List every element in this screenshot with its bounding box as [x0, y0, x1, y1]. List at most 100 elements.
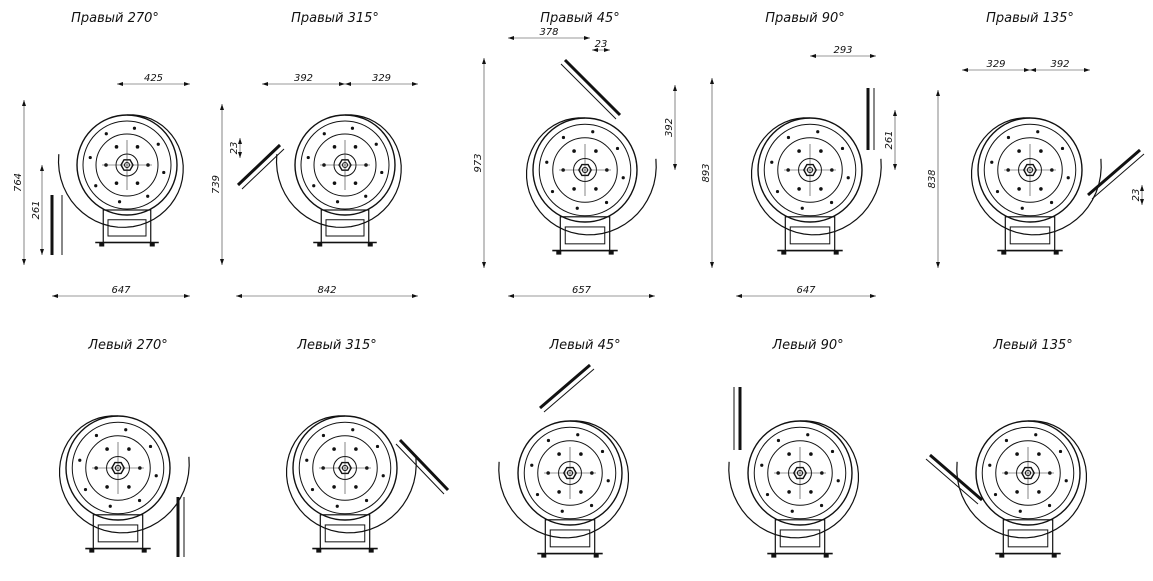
flange-bolt — [310, 487, 315, 492]
view-title: Правый 90° — [765, 11, 845, 26]
flange-bolt — [560, 509, 564, 513]
dim-23-label: 23 — [229, 142, 240, 155]
base-foot — [316, 548, 322, 553]
dim-23-label: 23 — [1131, 189, 1142, 202]
scroll-housing — [728, 420, 859, 539]
inlet-bolt — [797, 187, 801, 191]
housing-inner-ring — [523, 426, 617, 520]
view-title: Правый 45° — [540, 11, 620, 26]
dim-647-label: 647 — [796, 285, 816, 296]
scroll-housing — [751, 117, 882, 236]
housing-inner-ring — [300, 120, 390, 210]
dim-973-label: 973 — [473, 153, 484, 172]
scroll-housing — [956, 420, 1087, 539]
flange-bolt — [806, 433, 810, 437]
drawing-view: Левый 90° — [728, 338, 859, 558]
flange-bolt — [775, 189, 780, 194]
housing-outer-ring — [292, 415, 398, 521]
flange-bolt — [830, 449, 835, 454]
dim-23-arrows — [238, 138, 242, 158]
outlet-flange — [236, 143, 282, 187]
flange-bolt — [776, 438, 781, 443]
base-foot — [149, 242, 155, 247]
housing-inner-ring — [981, 426, 1075, 520]
flange-bolt — [148, 444, 153, 449]
base-foot — [89, 548, 95, 553]
flange-bolt — [162, 170, 166, 175]
flange-bolt — [305, 458, 309, 462]
flange-bolt — [117, 200, 122, 204]
inlet-bolt — [135, 145, 140, 149]
flange-bolt — [591, 130, 595, 134]
flange-bolt — [350, 126, 355, 130]
flange-bolt — [800, 206, 804, 210]
inlet-bolt — [819, 187, 823, 191]
inlet-bolt — [787, 452, 791, 456]
flange-bolt — [146, 194, 150, 198]
outlet-flange — [929, 453, 983, 502]
dim-261-label: 261 — [31, 200, 42, 219]
view-title: Левый 315° — [296, 338, 377, 353]
inlet-bolt — [114, 145, 119, 149]
scroll-housing — [526, 117, 657, 236]
stand-window — [789, 226, 831, 245]
inlet-bolt — [819, 149, 823, 153]
stand-window — [97, 524, 139, 543]
dim-23-arrows — [1140, 185, 1144, 205]
stand-window — [1009, 226, 1051, 245]
inlet-bolt — [127, 485, 131, 489]
stand-window — [564, 226, 606, 245]
housing-outer-ring — [757, 117, 863, 223]
flange-bolt — [589, 503, 594, 508]
dim-23-arrows — [592, 48, 610, 52]
scroll-housing — [59, 415, 190, 534]
flange-bolt — [1047, 503, 1052, 508]
flange-bolt — [836, 479, 840, 483]
base-foot — [593, 553, 599, 558]
flange-bolt — [1006, 135, 1011, 140]
flange-bolt — [1034, 433, 1038, 437]
inlet-bolt — [557, 452, 561, 456]
dim-261-label: 261 — [884, 130, 895, 149]
flange-bolt — [375, 444, 380, 449]
housing-inner-ring — [753, 426, 847, 520]
flange-bolt — [132, 126, 137, 130]
inlet-bolt — [1017, 149, 1021, 153]
stand-window — [324, 524, 366, 543]
flange-bolt — [760, 463, 764, 467]
dim-739-label: 739 — [211, 175, 222, 194]
scroll-housing — [57, 114, 184, 228]
inlet-flange — [313, 133, 377, 197]
inlet-flange — [95, 133, 159, 197]
flange-bolt — [840, 146, 845, 151]
drawing-view: Левый 270° — [59, 338, 190, 557]
base-foot — [608, 250, 614, 255]
flange-bolt — [1036, 130, 1040, 134]
inlet-bolt — [353, 181, 358, 185]
flange-bolt — [990, 160, 994, 164]
drawing-view: Левый 315° — [286, 338, 450, 553]
flange-bolt — [829, 200, 834, 205]
flange-bolt — [380, 170, 384, 175]
flange-bolt — [1004, 438, 1009, 443]
inlet-bolt — [332, 145, 337, 149]
flange-bolt — [156, 142, 160, 146]
housing-outer-ring — [977, 117, 1083, 223]
flange-bolt — [374, 142, 378, 146]
view-title: Левый 270° — [87, 338, 168, 353]
flange-bolt — [94, 433, 99, 438]
dim-392-arrows — [1030, 68, 1090, 72]
housing-outer-ring — [517, 420, 623, 526]
inlet-flange — [767, 440, 833, 506]
flange-bolt — [765, 492, 770, 497]
scroll-housing — [275, 114, 402, 228]
flange-bolt — [1064, 479, 1068, 483]
dim-838-label: 838 — [927, 169, 938, 188]
inlet-bolt — [1017, 187, 1021, 191]
flange-bolt — [381, 474, 385, 478]
stand-window — [325, 219, 365, 237]
dim-893-label: 893 — [701, 163, 712, 182]
dim-392-label: 392 — [1050, 59, 1069, 70]
dim-392-label: 392 — [664, 118, 675, 137]
